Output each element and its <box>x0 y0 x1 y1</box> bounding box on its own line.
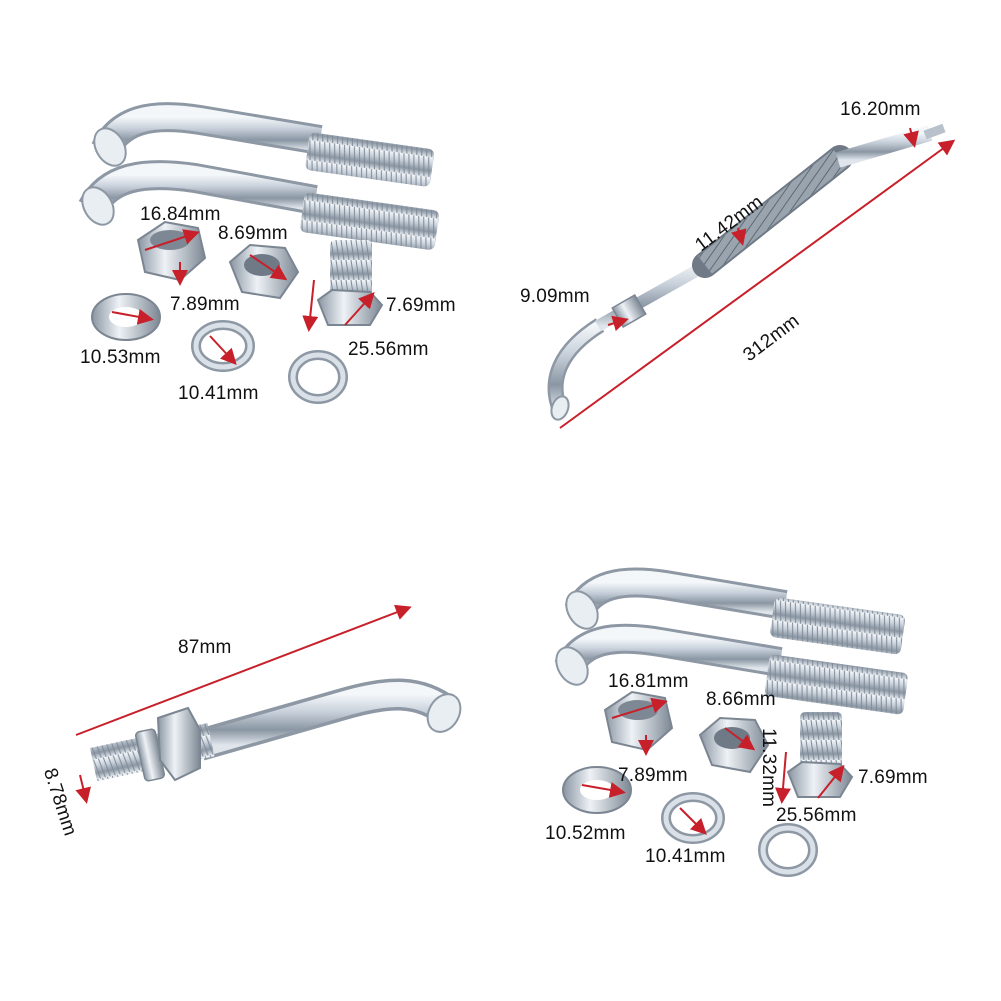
brake-cable-rod <box>547 123 946 421</box>
split-washer-small-2 <box>661 792 725 844</box>
measure-arrows-bottom-right <box>581 697 845 835</box>
dimension-label: 7.89mm <box>170 294 240 315</box>
bottom-right-panel <box>554 567 908 877</box>
hex-nut-large <box>136 220 207 282</box>
dimension-label: 16.81mm <box>608 671 689 692</box>
measure-arrows-top-left <box>111 229 375 365</box>
dimension-label: 7.69mm <box>386 295 456 316</box>
bent-bolt-lower <box>78 160 439 250</box>
split-washer-small <box>191 320 255 372</box>
hex-nut-small <box>228 243 300 300</box>
dimension-label: 9.09mm <box>520 286 590 307</box>
flat-washer-2 <box>562 766 632 814</box>
bent-bolt-with-nut <box>90 678 462 782</box>
dimension-label: 87mm <box>178 637 232 658</box>
hex-nut-small-2 <box>698 716 770 774</box>
dimension-label: 8.69mm <box>218 223 288 244</box>
dimension-label: 10.53mm <box>80 347 161 368</box>
top-left-panel <box>78 102 439 404</box>
dimension-label: 8.66mm <box>706 689 776 710</box>
dimension-label: 7.69mm <box>858 767 928 788</box>
bent-bolt-upper <box>91 102 434 187</box>
flat-washer <box>91 293 161 341</box>
split-washer <box>288 350 348 404</box>
dimension-label: 16.20mm <box>840 99 921 120</box>
bent-bolt-upper-2 <box>564 567 905 655</box>
dimension-label: 10.52mm <box>545 823 626 844</box>
dimension-label: 11.32mm <box>758 728 779 808</box>
bottom-left-panel <box>75 604 462 804</box>
hex-head-bolt <box>316 240 384 326</box>
split-washer-2 <box>758 823 818 877</box>
dimension-label: 10.41mm <box>645 846 726 867</box>
dimension-label: 16.84mm <box>140 204 221 225</box>
dimension-label: 25.56mm <box>348 339 429 360</box>
hex-head-bolt-2 <box>786 712 854 798</box>
dimension-label: 7.89mm <box>618 765 688 786</box>
top-right-panel <box>547 123 956 429</box>
dimension-label: 25.56mm <box>776 805 857 826</box>
measure-arrows-top-right <box>559 127 956 429</box>
hex-nut-large-2 <box>603 690 674 752</box>
dimension-label: 10.41mm <box>178 383 259 404</box>
bent-bolt-lower-2 <box>554 623 908 715</box>
measure-arrows-bottom-left <box>75 604 412 804</box>
